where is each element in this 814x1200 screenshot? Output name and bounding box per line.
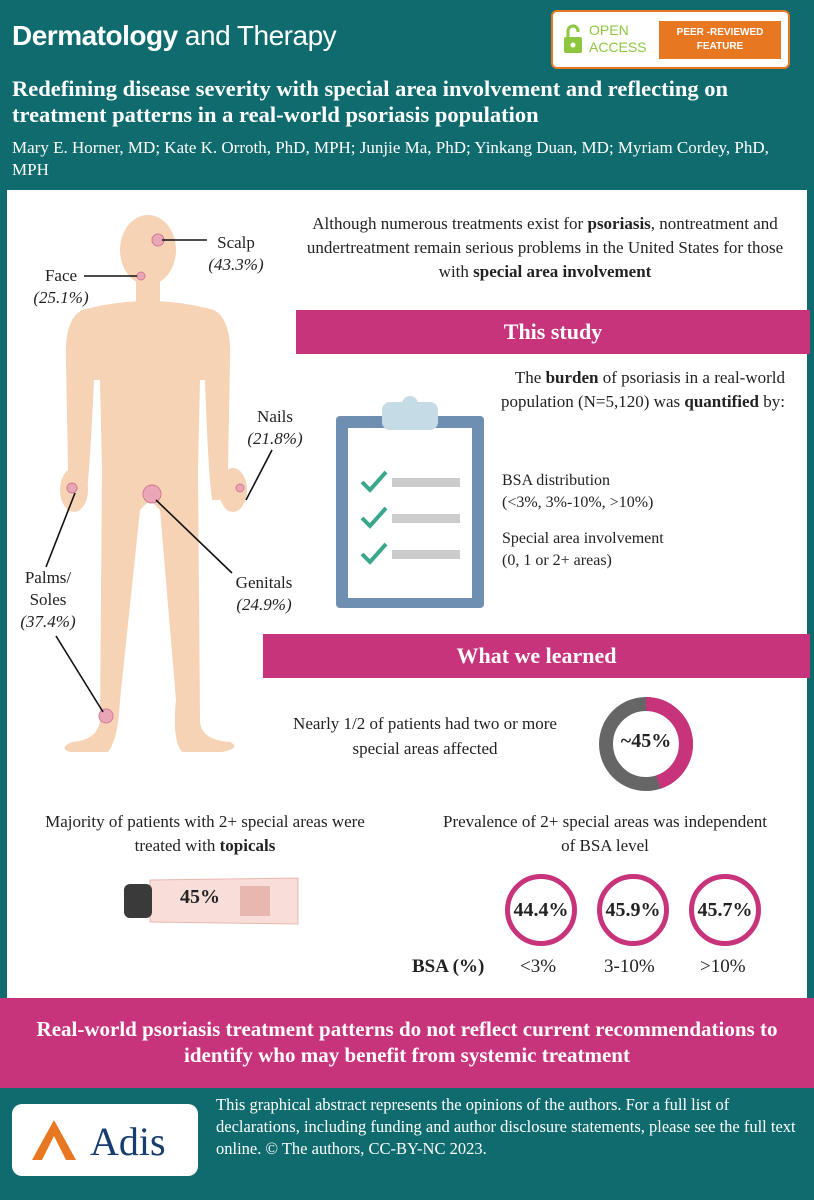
- article-title: Redefining disease severity with special…: [12, 76, 728, 127]
- majority-text: Majority of patients with 2+ special are…: [45, 812, 365, 855]
- face-lesion: [136, 271, 146, 281]
- palm-lesion: [66, 482, 78, 494]
- bsa-circle-lt3: 44.4%: [505, 874, 577, 946]
- bsa-circle-gt10: 45.7%: [689, 874, 761, 946]
- bsa-distribution-item: BSA distribution(<3%, 3%-10%, >10%): [502, 472, 654, 511]
- bsa-cat-lt3: <3%: [520, 956, 557, 977]
- journal-name: Dermatology and Therapy: [12, 20, 337, 51]
- special-area-item: Special area involvement(0, 1 or 2+ area…: [502, 530, 664, 569]
- conclusion-banner: Real-world psoriasis treatment patterns …: [0, 998, 814, 1088]
- header: Dermatology and Therapy OPEN ACCESS PEER…: [0, 0, 814, 190]
- nails-label: Nails(21.8%): [247, 407, 303, 448]
- open-access-text: OPEN ACCESS: [589, 22, 647, 55]
- open-lock-icon: [564, 24, 582, 53]
- footer: Adis This graphical abstract represents …: [0, 1088, 814, 1200]
- bsa-axis-label: BSA (%): [412, 956, 485, 977]
- human-body-illustration: [45, 215, 273, 752]
- donut-label: ~45%: [620, 730, 672, 752]
- face-label: Face(25.1%): [33, 266, 89, 307]
- adis-mark-icon: [32, 1120, 76, 1160]
- checklist: [360, 470, 460, 565]
- intro-text: Although numerous treatments exist for p…: [306, 214, 784, 281]
- genital-lesion: [142, 484, 162, 504]
- adis-logo: Adis: [12, 1104, 198, 1176]
- bsa-cat-3-10: 3-10%: [604, 956, 655, 977]
- article-authors: Mary E. Horner, MD; Kate K. Orroth, PhD,…: [12, 138, 769, 179]
- genitals-label: Genitals(24.9%): [235, 573, 293, 614]
- nail-lesion: [235, 483, 245, 493]
- donut-chart: [599, 697, 693, 791]
- tube-label: 45%: [180, 886, 220, 908]
- donut-fill: [645, 697, 693, 789]
- open-access-badge: OPEN ACCESS PEER -REVIEWED FEATURE: [551, 10, 790, 69]
- nearly-half-text: Nearly 1/2 of patients had two or more s…: [293, 714, 557, 758]
- bsa-circle-3-10: 45.9%: [597, 874, 669, 946]
- scalp-label: Scalp(43.3%): [208, 233, 264, 274]
- peer-reviewed-badge: PEER -REVIEWED FEATURE: [659, 21, 781, 59]
- bsa-cat-gt10: >10%: [700, 956, 746, 977]
- this-study-heading: This study: [296, 310, 810, 354]
- what-we-learned-heading: What we learned: [263, 634, 810, 678]
- topical-tube-icon: [124, 877, 299, 925]
- disclaimer-text: This graphical abstract represents the o…: [216, 1095, 796, 1158]
- clipboard-icon: [336, 396, 484, 608]
- prevalence-text: Prevalence of 2+ special areas was indep…: [443, 812, 767, 855]
- burden-text: The burden of psoriasis in a real-world …: [501, 368, 785, 411]
- palms-soles-label: Palms/Soles(37.4%): [20, 568, 76, 631]
- sole-lesion: [98, 708, 114, 724]
